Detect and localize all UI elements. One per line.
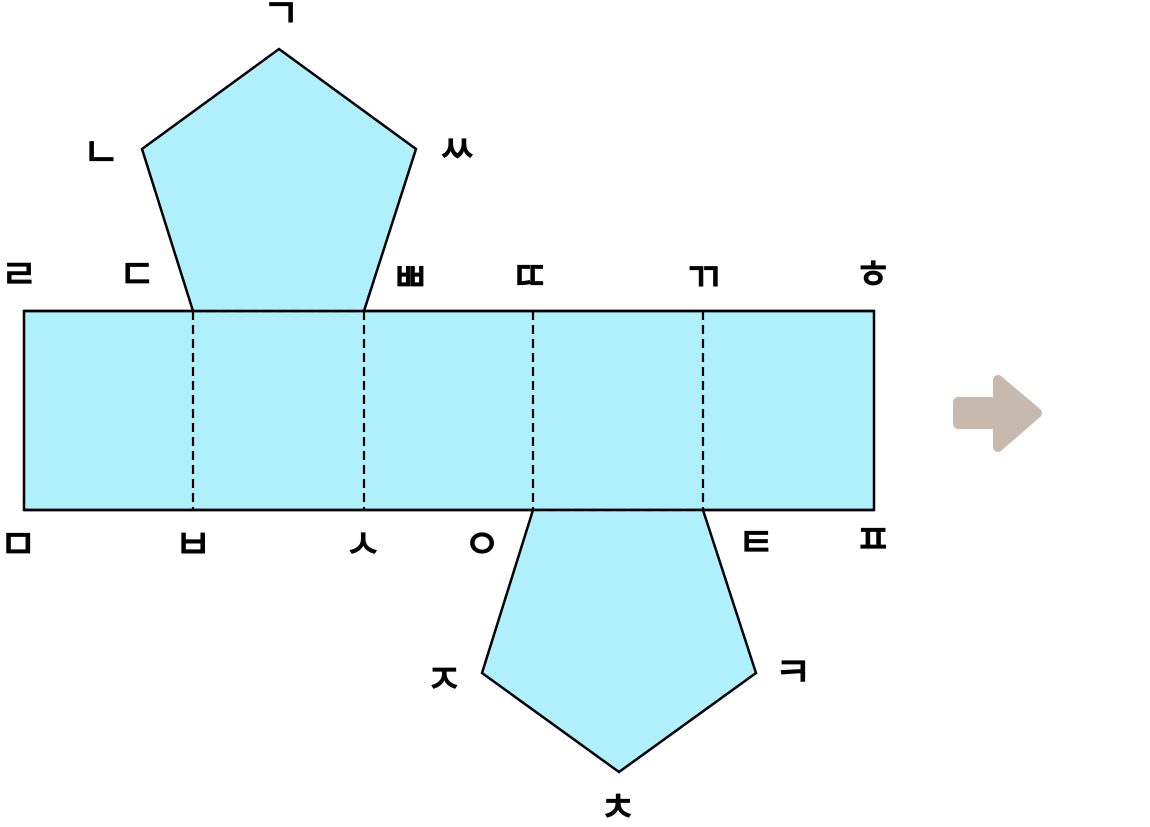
vertex-label-p: ㅍ	[855, 517, 892, 563]
vertex-label-kk: ㄲ	[685, 255, 722, 301]
vertex-label-k: ㅋ	[775, 650, 812, 696]
vertex-label-r: ㄹ	[1, 252, 38, 298]
bottom-pentagon-face	[480, 508, 758, 774]
vertex-label-tt: ㄸ	[512, 254, 549, 300]
vertex-label-h: ㅎ	[855, 252, 892, 298]
vertex-label-ss: ㅆ	[439, 127, 476, 173]
right-arrow-icon	[953, 375, 1042, 452]
vertex-label-d: ㄷ	[119, 252, 156, 298]
top-pentagon-face	[140, 47, 418, 313]
vertex-label-ch: ㅊ	[600, 785, 637, 827]
vertex-label-m: ㅁ	[0, 522, 36, 568]
vertex-label-pp: ㅃ	[392, 255, 429, 301]
vertex-label-b: ㅂ	[175, 522, 212, 568]
side-faces-rectangle	[22, 309, 876, 512]
vertex-label-o: ㅇ	[464, 522, 501, 568]
vertex-label-t: ㅌ	[738, 520, 775, 566]
vertex-label-j: ㅈ	[426, 657, 463, 703]
vertex-label-g: ㄱ	[263, 0, 300, 37]
vertex-label-s: ㅅ	[345, 522, 382, 568]
vertex-label-n: ㄴ	[83, 130, 120, 176]
